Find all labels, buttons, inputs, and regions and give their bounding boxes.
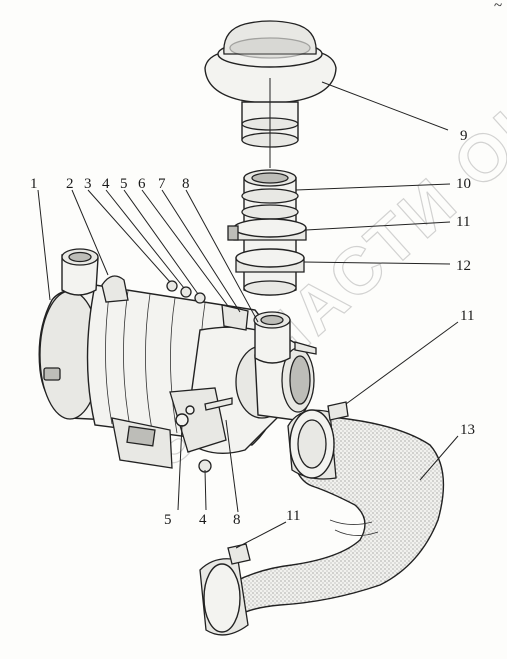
callout-label: 8 [182,176,190,192]
callout-label: 11 [286,508,300,524]
callout-label: 11 [460,308,474,324]
callout-label: 5 [164,512,172,528]
callout-label: 13 [460,422,475,438]
callout-labels: 1 2 3 4 5 6 7 8 9 10 11 12 11 13 5 4 8 1… [30,128,475,528]
connecting-hose [199,401,445,636]
callout-label: 1 [30,176,38,192]
callout-label: 7 [158,176,166,192]
intake-pipe [227,169,307,296]
callout-label: 4 [199,512,207,528]
callout-label: 8 [233,512,241,528]
callout-label: 12 [456,258,471,274]
callout-label: 9 [460,128,468,144]
rain-cap [204,20,337,168]
filter-housing [38,248,317,473]
callout-label: 6 [138,176,146,192]
callout-label: 3 [84,176,92,192]
callout-label: 10 [456,176,471,192]
callout-label: 11 [456,214,470,230]
corner-mark: ~ [494,0,502,14]
callout-label: 2 [66,176,74,192]
leader-lines [37,81,459,549]
callout-label: 4 [102,176,110,192]
callout-label: 5 [120,176,128,192]
